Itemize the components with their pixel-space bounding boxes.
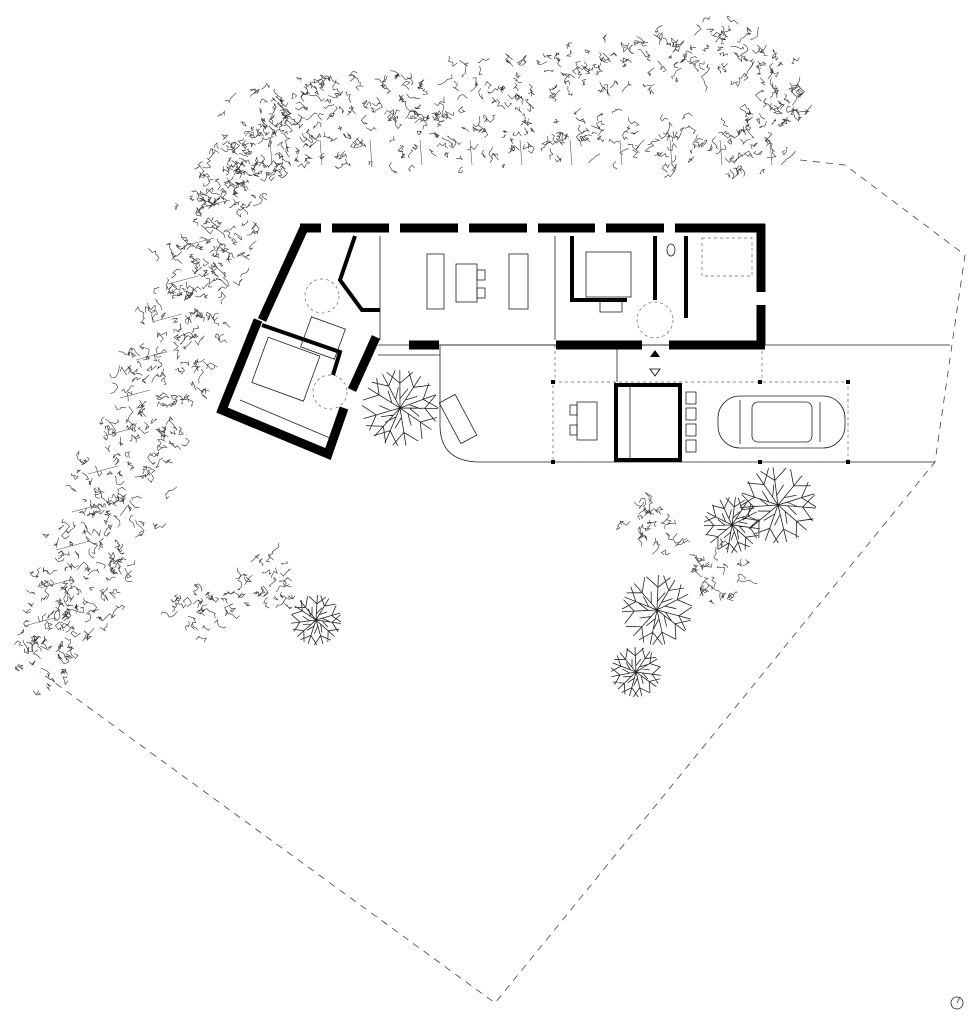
hedge bbox=[14, 15, 813, 696]
entry-arrow-in-icon bbox=[650, 350, 660, 357]
tree-icon bbox=[361, 369, 439, 447]
bush-icon bbox=[160, 583, 240, 643]
carport bbox=[551, 345, 850, 464]
tree-icon bbox=[291, 595, 342, 646]
bush-icon bbox=[689, 538, 758, 605]
bush-icon bbox=[616, 492, 690, 556]
entry-arrow-out-icon bbox=[649, 368, 661, 377]
car-icon bbox=[717, 395, 846, 449]
tree-icon bbox=[621, 575, 693, 645]
house-floor-plan bbox=[216, 223, 766, 460]
vegetation bbox=[160, 369, 817, 698]
tree-icon bbox=[610, 647, 661, 698]
tree-icon bbox=[739, 467, 817, 544]
paving bbox=[439, 344, 950, 463]
bush-icon bbox=[230, 542, 296, 610]
tree-icon bbox=[703, 496, 760, 554]
site-boundary bbox=[39, 159, 966, 1004]
north-arrow-icon bbox=[950, 996, 964, 1010]
